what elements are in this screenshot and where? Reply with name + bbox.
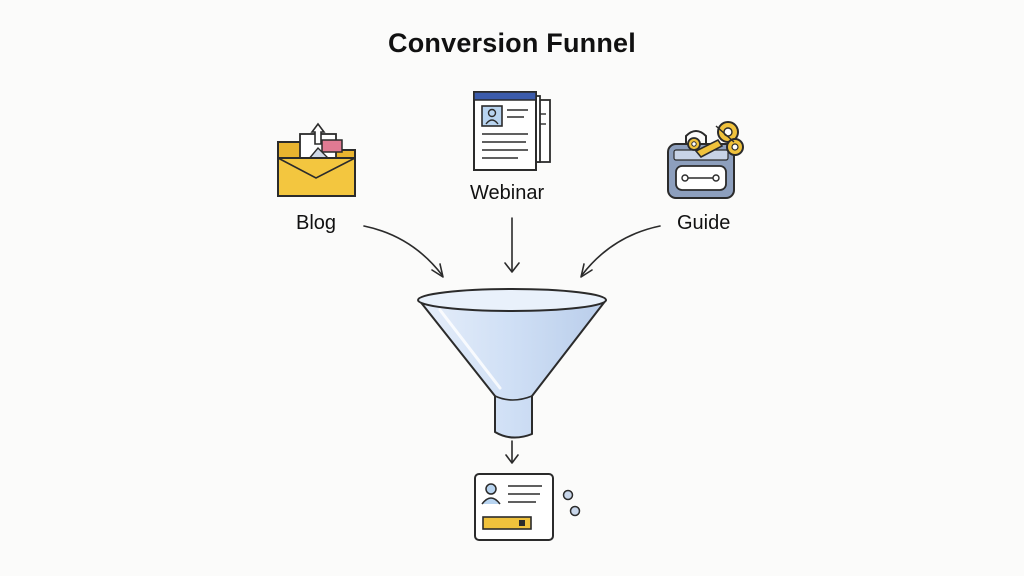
arrow-funnel-to-form xyxy=(505,440,519,464)
source-label-guide: Guide xyxy=(677,212,731,234)
lead-form-icon xyxy=(474,473,554,541)
decor-dot-icon xyxy=(569,505,581,517)
funnel-icon xyxy=(417,288,607,439)
arrow-webinar-to-funnel xyxy=(504,217,520,273)
blog-folder-icon xyxy=(277,122,356,197)
webinar-document-icon xyxy=(473,91,551,171)
diagram-title: Conversion Funnel xyxy=(388,28,636,58)
source-label-webinar: Webinar xyxy=(470,182,545,204)
decor-dot-icon xyxy=(562,489,574,501)
source-label-blog: Blog xyxy=(296,212,337,234)
arrow-blog-to-funnel xyxy=(363,225,444,278)
arrow-guide-to-funnel xyxy=(580,225,661,278)
guide-lock-key-icon xyxy=(667,121,744,199)
